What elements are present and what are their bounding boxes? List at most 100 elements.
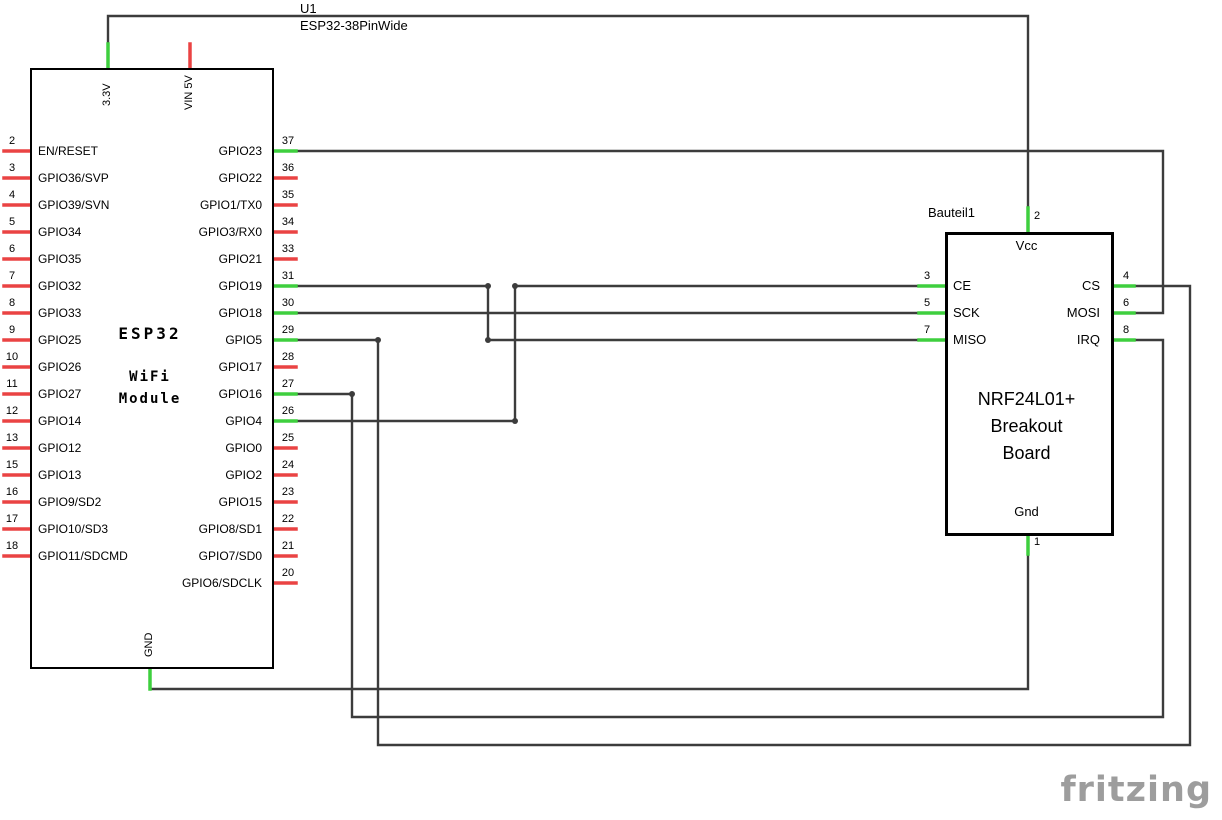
pin-label-gpio0: GPIO0 xyxy=(225,441,262,455)
nrf-ref-designator[interactable]: Bauteil1 xyxy=(928,205,975,220)
pin-number-vcc: 2 xyxy=(1034,210,1041,222)
wire-3v3-to-vcc[interactable] xyxy=(106,14,1030,212)
pin-label-gpio15: GPIO15 xyxy=(218,495,262,509)
pin-label-gpio2: GPIO2 xyxy=(225,468,262,482)
pin-number-gpio35: 6 xyxy=(8,243,16,255)
pin-number-gpio17: 28 xyxy=(281,351,295,363)
pin-label-gnd-nrf: Gnd xyxy=(1014,504,1039,519)
nrf-component-box[interactable] xyxy=(945,232,1114,536)
pin-number-gpio26: 10 xyxy=(5,351,19,363)
pin-label-gpio33: GPIO33 xyxy=(38,306,82,320)
pin-number-gpio7-sd0: 21 xyxy=(281,540,295,552)
pin-number-gpio12: 13 xyxy=(5,432,19,444)
pin-label-gpio16: GPIO16 xyxy=(218,387,262,401)
pin-label-gpio12: GPIO12 xyxy=(38,441,82,455)
pin-number-en-reset: 2 xyxy=(8,135,16,147)
pin-label-sck: SCK xyxy=(953,305,980,320)
pin-label-miso: MISO xyxy=(953,332,987,347)
pin-number-gpio10-sd3: 17 xyxy=(5,513,19,525)
esp32-subtitle-text-1: WiFi xyxy=(129,369,171,385)
pin-label-3v3: 3.3V xyxy=(101,83,113,106)
pin-number-irq: 8 xyxy=(1122,324,1130,336)
pin-label-gpio4: GPIO4 xyxy=(225,414,262,428)
pin-label-gpio3-rx0: GPIO3/RX0 xyxy=(198,225,262,239)
pin-number-gpio34: 5 xyxy=(8,216,16,228)
pin-label-vcc: Vcc xyxy=(1015,238,1038,253)
pin-label-gnd: GND xyxy=(143,632,155,657)
pin-number-miso: 7 xyxy=(923,324,931,336)
pin-label-irq: IRQ xyxy=(1076,332,1100,347)
pin-number-gpio3-rx0: 34 xyxy=(281,216,295,228)
pin-label-gpio8-sd1: GPIO8/SD1 xyxy=(198,522,262,536)
pin-number-gpio15: 23 xyxy=(281,486,295,498)
pin-number-gpio36-svp: 3 xyxy=(8,162,16,174)
pin-label-en-reset: EN/RESET xyxy=(38,144,99,158)
pin-number-gpio22: 36 xyxy=(281,162,295,174)
wire-bendpoint[interactable] xyxy=(349,391,355,397)
pin-label-gpio13: GPIO13 xyxy=(38,468,82,482)
pin-number-gpio1-tx0: 35 xyxy=(281,189,295,201)
wire-gpio4-to-ce[interactable] xyxy=(294,284,921,423)
pin-label-gpio39-svn: GPIO39/SVN xyxy=(38,198,110,212)
pin-number-gnd: 1 xyxy=(1034,536,1041,548)
pin-label-gpio5: GPIO5 xyxy=(225,333,262,347)
esp32-ref-designator[interactable]: U1 xyxy=(300,1,317,16)
pin-label-gpio25: GPIO25 xyxy=(38,333,82,347)
pin-label-gpio14: GPIO14 xyxy=(38,414,82,428)
wire-bendpoint[interactable] xyxy=(512,283,518,289)
pin-number-gpio2: 24 xyxy=(281,459,295,471)
pin-label-gpio27: GPIO27 xyxy=(38,387,82,401)
pin-label-vin-5v: VIN 5V xyxy=(183,75,195,110)
pin-number-gpio33: 8 xyxy=(8,297,16,309)
pin-label-gpio6-sdclk: GPIO6/SDCLK xyxy=(181,576,262,590)
pin-label-gpio9-sd2: GPIO9/SD2 xyxy=(38,495,102,509)
esp32-part-name[interactable]: ESP32-38PinWide xyxy=(300,18,408,33)
nrf-subtitle-text-1: Breakout xyxy=(990,416,1063,436)
pin-number-gpio39-svn: 4 xyxy=(8,189,16,201)
pin-label-gpio34: GPIO34 xyxy=(38,225,82,239)
pin-number-gpio16: 27 xyxy=(281,378,295,390)
pin-number-gpio0: 25 xyxy=(281,432,295,444)
pin-number-gpio21: 33 xyxy=(281,243,295,255)
pin-label-gpio17: GPIO17 xyxy=(218,360,262,374)
pin-label-ce: CE xyxy=(953,278,972,293)
pin-number-gpio18: 30 xyxy=(281,297,295,309)
fritzing-watermark: fritzing xyxy=(1060,770,1212,810)
pin-number-sck: 5 xyxy=(923,297,931,309)
pin-label-gpio7-sd0: GPIO7/SD0 xyxy=(198,549,262,563)
wire-bendpoint[interactable] xyxy=(375,337,381,343)
pin-number-gpio27: 11 xyxy=(6,378,18,390)
pin-number-gpio25: 9 xyxy=(8,324,16,336)
pin-number-gpio23: 37 xyxy=(281,135,295,147)
pin-label-cs: CS xyxy=(1081,278,1100,293)
esp32-title-text: ESP32 xyxy=(118,324,182,343)
wire-gpio16-to-irq[interactable] xyxy=(294,338,1165,719)
pin-number-mosi: 6 xyxy=(1122,297,1130,309)
wire-bendpoint[interactable] xyxy=(485,283,491,289)
pin-number-cs: 4 xyxy=(1122,270,1130,282)
pin-number-gpio5: 29 xyxy=(281,324,295,336)
pin-label-gpio23: GPIO23 xyxy=(218,144,262,158)
pin-label-gpio22: GPIO22 xyxy=(218,171,262,185)
esp32-subtitle-text-2: Module xyxy=(118,391,182,407)
pin-label-gpio21: GPIO21 xyxy=(218,252,262,266)
pin-label-gpio18: GPIO18 xyxy=(218,306,262,320)
pin-number-ce: 3 xyxy=(923,270,931,282)
pin-label-gpio32: GPIO32 xyxy=(38,279,82,293)
wire-gpio23-to-mosi[interactable] xyxy=(294,149,1165,315)
pin-number-gpio6-sdclk: 20 xyxy=(281,567,295,579)
pin-label-gpio1-tx0: GPIO1/TX0 xyxy=(199,198,262,212)
wire-bendpoint[interactable] xyxy=(512,418,518,424)
wire-gnd-to-gnd[interactable] xyxy=(148,552,1030,691)
pin-label-gpio35: GPIO35 xyxy=(38,252,82,266)
esp32-component-box[interactable] xyxy=(30,68,274,669)
wire-bendpoint[interactable] xyxy=(485,337,491,343)
pin-number-gpio19: 31 xyxy=(281,270,295,282)
wire-gpio5-to-cs[interactable] xyxy=(294,284,1192,747)
pin-number-gpio8-sd1: 22 xyxy=(281,513,295,525)
pin-label-gpio10-sd3: GPIO10/SD3 xyxy=(38,522,109,536)
pin-number-gpio11-sdcmd: 18 xyxy=(5,540,19,552)
pin-label-gpio11-sdcmd: GPIO11/SDCMD xyxy=(38,549,128,563)
